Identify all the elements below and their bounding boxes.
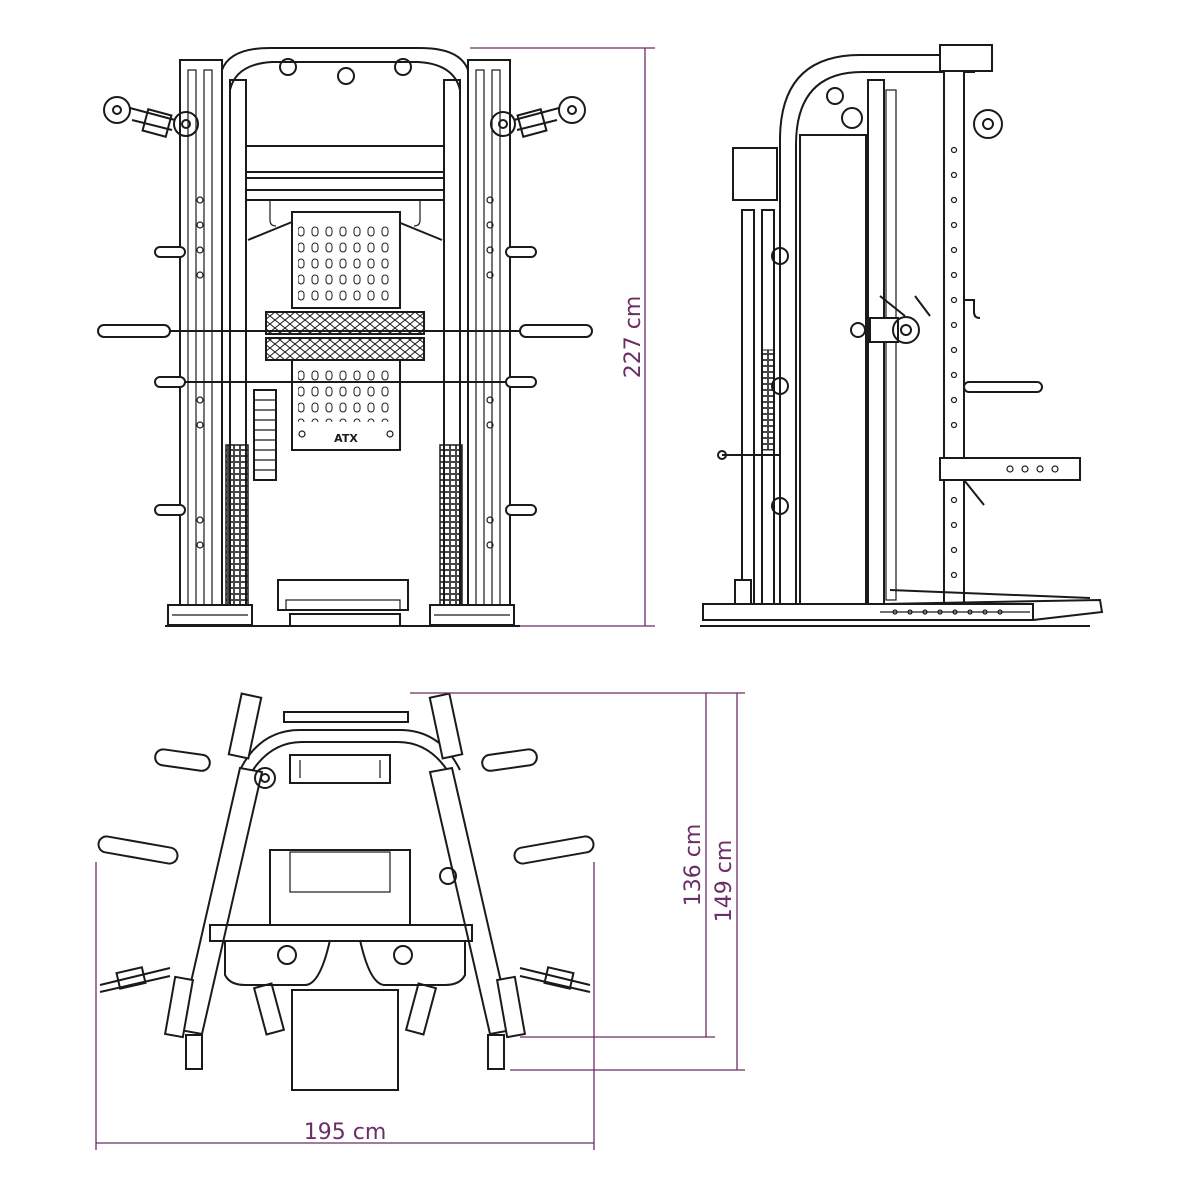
front-left-pulley-assembly bbox=[103, 96, 199, 138]
front-right-upright bbox=[467, 59, 511, 621]
top-seat-pad bbox=[291, 989, 399, 1091]
side-bench bbox=[879, 598, 1104, 621]
top-left-rail bbox=[178, 766, 264, 1036]
brand-logo: ATX bbox=[334, 432, 358, 445]
side-pulley-box bbox=[732, 147, 778, 201]
width-label: 195 cm bbox=[304, 1120, 387, 1145]
front-left-upright bbox=[179, 59, 223, 621]
front-right-pulley-assembly bbox=[490, 96, 586, 138]
side-storage-peg bbox=[963, 381, 1043, 393]
front-right-weight-stack bbox=[439, 444, 463, 611]
top-left-cable bbox=[99, 967, 171, 993]
front-smith-bar-lower bbox=[265, 337, 425, 361]
top-left-rear-arm bbox=[227, 692, 263, 760]
front-barbell-right-sleeve bbox=[519, 324, 593, 338]
side-curved-rail bbox=[779, 54, 990, 620]
front-upright-holes bbox=[196, 196, 494, 549]
depth-inner-label: 136 cm bbox=[681, 824, 706, 907]
width-dimension: 195 cm bbox=[95, 862, 595, 1150]
side-safety-arm bbox=[939, 457, 1081, 481]
top-right-cable bbox=[519, 967, 591, 993]
height-dimension: 227 cm bbox=[470, 47, 655, 627]
depth-dimensions: 136 cm 149 cm bbox=[410, 692, 745, 1071]
side-upright-holes bbox=[950, 146, 958, 579]
front-left-weight-stack bbox=[225, 444, 249, 611]
side-rear-upright bbox=[943, 54, 965, 621]
front-bench bbox=[277, 579, 409, 611]
depth-outer-label: 149 cm bbox=[712, 840, 737, 923]
top-right-rear-arm bbox=[428, 692, 464, 760]
top-view bbox=[97, 692, 595, 1091]
side-base bbox=[702, 603, 1034, 621]
top-rear-panel bbox=[283, 711, 409, 723]
height-label: 227 cm bbox=[621, 296, 646, 379]
front-smith-bar-upper bbox=[265, 311, 425, 335]
front-view: ATX bbox=[97, 47, 593, 627]
front-barbell-left-sleeve bbox=[97, 324, 171, 338]
side-front-upright bbox=[867, 79, 885, 621]
front-top-arch bbox=[221, 47, 469, 71]
side-base-holes bbox=[892, 609, 1003, 615]
top-bench bbox=[269, 849, 411, 926]
side-view bbox=[700, 44, 1104, 627]
